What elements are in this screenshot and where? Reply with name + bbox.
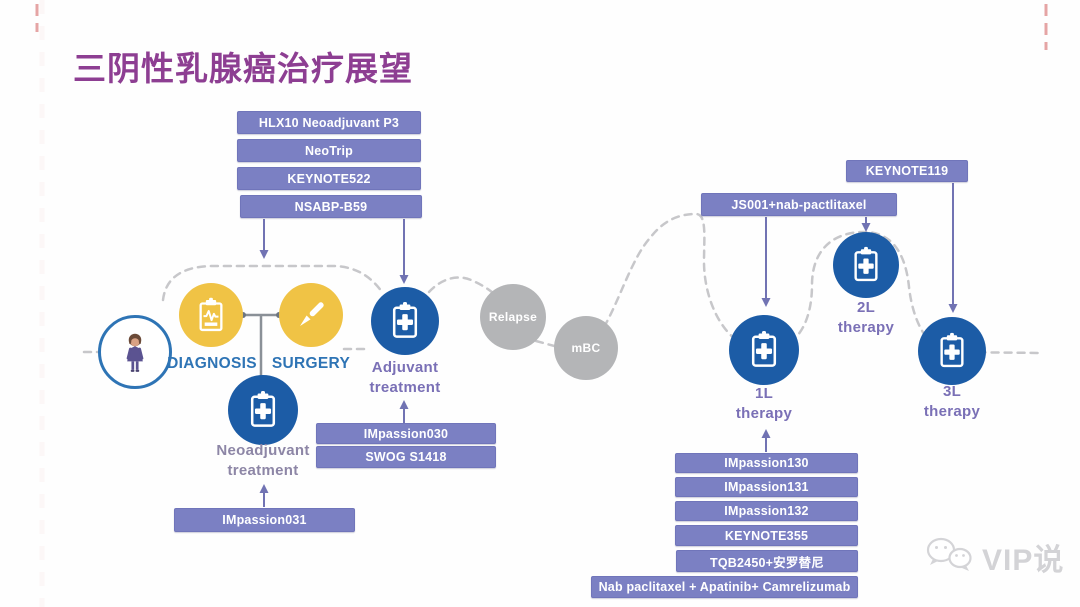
trial-label-swog-s1418: SWOG S1418 (316, 446, 496, 468)
watermark-text: VIP说 (982, 544, 1065, 577)
neoadjuvant-treatment-label: Neoadjuvant treatment (216, 442, 310, 479)
trial-label-js001: JS001+nab-pactlitaxel (701, 193, 897, 216)
stage-neoadjuvant-treatment (228, 375, 298, 445)
3l-therapy-label: 3L therapy (923, 383, 981, 420)
stage-diagnosis (179, 283, 243, 347)
scalpel-icon (300, 302, 324, 326)
stage-1l-therapy (729, 315, 799, 385)
stage-relapse: Relapse (480, 284, 546, 350)
relapse-label: Relapse (488, 310, 538, 324)
trial-label-impassion130: IMpassion130 (675, 453, 858, 473)
clipboard-cross-icon (392, 302, 418, 338)
trial-label-nab-apatinib-camrelizumab: Nab paclitaxel + Apatinib+ Camrelizumab (591, 576, 858, 598)
page-title: 三阴性乳腺癌治疗展望 (73, 50, 413, 87)
adjuvant-treatment-label: Adjuvant treatment (369, 359, 441, 396)
stage-2l-therapy (833, 232, 899, 298)
2l-therapy-label: 2L therapy (837, 299, 895, 336)
trial-label-hlx10: HLX10 Neoadjuvant P3 (237, 111, 421, 134)
trial-label-tqb2450: TQB2450+安罗替尼 (676, 550, 858, 572)
trial-label-impassion131: IMpassion131 (675, 477, 858, 497)
clipboard-cross-icon (751, 331, 777, 367)
clipboard-cross-icon (250, 391, 276, 427)
stage-surgery (279, 283, 343, 347)
trial-label-keynote119: KEYNOTE119 (846, 160, 968, 182)
patient-icon (126, 333, 144, 372)
diagnosis-label: DIAGNOSIS (167, 355, 257, 372)
trial-arrows (259, 183, 958, 507)
trial-label-nsabp-b59: NSABP-B59 (240, 195, 422, 218)
trial-label-impassion132: IMpassion132 (675, 501, 858, 521)
stage-3l-therapy (918, 317, 986, 385)
stage-mbc: mBC (554, 316, 618, 380)
mbc-label: mBC (571, 341, 601, 355)
watermark: VIP说 (924, 534, 1064, 580)
wechat-icon (926, 537, 972, 571)
stage-adjuvant-treatment (371, 287, 439, 355)
edge-crop-marks (35, 0, 1048, 607)
1l-therapy-label: 1L therapy (735, 385, 793, 422)
trial-label-impassion031: IMpassion031 (174, 508, 355, 532)
stage-patient (98, 315, 172, 389)
trial-label-neotrip: NeoTrip (237, 139, 421, 162)
clipboard-pulse-icon (199, 297, 223, 332)
trial-label-keynote355: KEYNOTE355 (675, 525, 858, 546)
clipboard-cross-icon (940, 332, 964, 368)
trial-label-keynote522: KEYNOTE522 (237, 167, 421, 190)
clipboard-cross-icon (854, 246, 878, 282)
trial-label-impassion030: IMpassion030 (316, 423, 496, 444)
surgery-label: SURGERY (271, 355, 351, 372)
